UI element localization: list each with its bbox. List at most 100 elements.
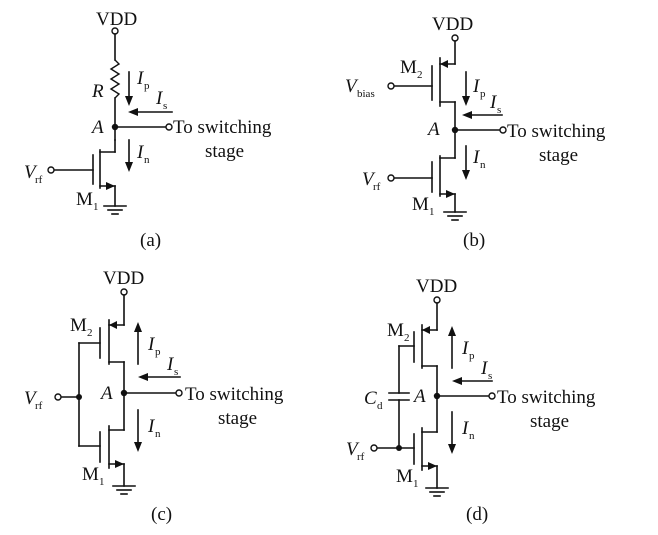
m2-label-c: M bbox=[70, 315, 87, 336]
vdd-label-b: VDD bbox=[432, 14, 473, 35]
vrf-label-c: V bbox=[24, 388, 38, 409]
ip-sub-d: p bbox=[469, 350, 475, 362]
node-label-d: A bbox=[412, 386, 426, 407]
to-switching-b-1: To switching bbox=[507, 121, 606, 142]
ip-sub-a: p bbox=[144, 80, 150, 92]
output-terminal-d bbox=[488, 392, 496, 400]
in-label-a: I bbox=[136, 142, 145, 163]
in-label-d: I bbox=[461, 418, 470, 439]
is-sub-b: s bbox=[497, 104, 501, 116]
vdd-terminal-d bbox=[433, 296, 441, 304]
vdd-terminal-a bbox=[111, 27, 119, 35]
node-label-b: A bbox=[426, 119, 440, 140]
m1-label-c: M bbox=[82, 464, 99, 485]
to-switching-b-2: stage bbox=[539, 145, 578, 166]
vrf-terminal-a bbox=[47, 166, 55, 174]
m1-sub-b: 1 bbox=[429, 206, 435, 218]
is-arrowhead-a bbox=[128, 108, 138, 116]
ip-label-a: I bbox=[136, 68, 145, 89]
m2-label-d: M bbox=[387, 320, 404, 341]
is-arrowhead-d bbox=[452, 377, 462, 385]
vdd-label-d: VDD bbox=[416, 276, 457, 297]
in-sub-c: n bbox=[155, 428, 161, 440]
is-label-d: I bbox=[480, 358, 489, 379]
m1-label-a: M bbox=[76, 189, 93, 210]
vbias-label-b: V bbox=[345, 76, 359, 97]
vdd-terminal-c bbox=[120, 288, 128, 296]
m1-label-b: M bbox=[412, 194, 429, 215]
in-label-c: I bbox=[147, 416, 156, 437]
in-sub-d: n bbox=[469, 430, 475, 442]
to-switching-a-2: stage bbox=[205, 141, 244, 162]
in-sub-b: n bbox=[480, 159, 486, 171]
to-switching-c-2: stage bbox=[218, 408, 257, 429]
ip-sub-b: p bbox=[480, 88, 486, 100]
nmos-m1-b bbox=[393, 155, 467, 221]
vrf-terminal-d bbox=[370, 444, 378, 452]
m2-sub-c: 2 bbox=[87, 327, 93, 339]
pmos-m2-b bbox=[393, 40, 456, 159]
circuit-b: VDD V bias M 2 A To switching stage I p bbox=[345, 14, 606, 251]
ip-label-d: I bbox=[461, 338, 470, 359]
resistor-label-a: R bbox=[91, 81, 104, 102]
node-label-c: A bbox=[99, 383, 113, 404]
circuit-d: VDD M 2 C d A To switching stage bbox=[346, 276, 596, 525]
is-sub-d: s bbox=[488, 370, 492, 382]
m1-label-d: M bbox=[396, 466, 413, 487]
circuit-c: VDD M 2 V rf A To switching stage I p bbox=[24, 268, 284, 525]
is-sub-c: s bbox=[174, 366, 178, 378]
m2-sub-b: 2 bbox=[417, 69, 423, 81]
ip-arrowhead-d bbox=[448, 326, 456, 336]
ip-label-c: I bbox=[147, 334, 156, 355]
nmos-m1-d bbox=[376, 427, 449, 497]
circuit-a: VDD R A To switching stage I p I s I n bbox=[24, 9, 272, 251]
ip-label-b: I bbox=[472, 76, 481, 97]
pmos-m2-d bbox=[398, 302, 438, 433]
to-switching-d-1: To switching bbox=[497, 387, 596, 408]
output-terminal-a bbox=[165, 123, 173, 131]
in-arrowhead-a bbox=[125, 162, 133, 172]
m1-sub-a: 1 bbox=[93, 201, 99, 213]
vdd-terminal-b bbox=[451, 34, 459, 42]
is-label-c: I bbox=[166, 354, 175, 375]
output-terminal-b bbox=[499, 126, 507, 134]
capacitor-cd-d bbox=[388, 345, 410, 449]
ip-arrowhead-b bbox=[462, 96, 470, 106]
gate-node-d bbox=[396, 445, 402, 451]
nmos-m1-a bbox=[53, 139, 127, 215]
caption-c: (c) bbox=[151, 504, 172, 525]
vrf-sub-a: rf bbox=[35, 174, 43, 186]
to-switching-d-2: stage bbox=[530, 411, 569, 432]
is-arrowhead-c bbox=[138, 373, 148, 381]
vrf-sub-b: rf bbox=[373, 181, 381, 193]
is-arrowhead-b bbox=[462, 111, 472, 119]
ip-sub-c: p bbox=[155, 346, 161, 358]
pmos-m2-c bbox=[78, 294, 125, 431]
m2-label-b: M bbox=[400, 57, 417, 78]
vrf-sub-c: rf bbox=[35, 400, 43, 412]
ip-arrowhead-c bbox=[134, 322, 142, 332]
vrf-terminal-b bbox=[387, 174, 395, 182]
in-label-b: I bbox=[472, 147, 481, 168]
caption-b: (b) bbox=[463, 230, 485, 251]
nmos-m1-c bbox=[78, 425, 136, 495]
vdd-label-a: VDD bbox=[96, 9, 137, 30]
m1-sub-d: 1 bbox=[413, 478, 419, 490]
in-arrowhead-b bbox=[462, 170, 470, 180]
is-label-b: I bbox=[489, 92, 498, 113]
is-label-a: I bbox=[155, 88, 164, 109]
in-arrowhead-c bbox=[134, 442, 142, 452]
vrf-terminal-c bbox=[54, 393, 62, 401]
caption-a: (a) bbox=[140, 230, 161, 251]
vdd-label-c: VDD bbox=[103, 268, 144, 289]
ip-arrowhead-a bbox=[125, 96, 133, 106]
cd-label-d: C bbox=[364, 388, 377, 409]
m2-sub-d: 2 bbox=[404, 332, 410, 344]
vrf-label-b: V bbox=[362, 169, 376, 190]
vbias-terminal-b bbox=[387, 82, 395, 90]
to-switching-a-1: To switching bbox=[173, 117, 272, 138]
resistor-a bbox=[109, 59, 121, 99]
output-terminal-c bbox=[175, 389, 183, 397]
